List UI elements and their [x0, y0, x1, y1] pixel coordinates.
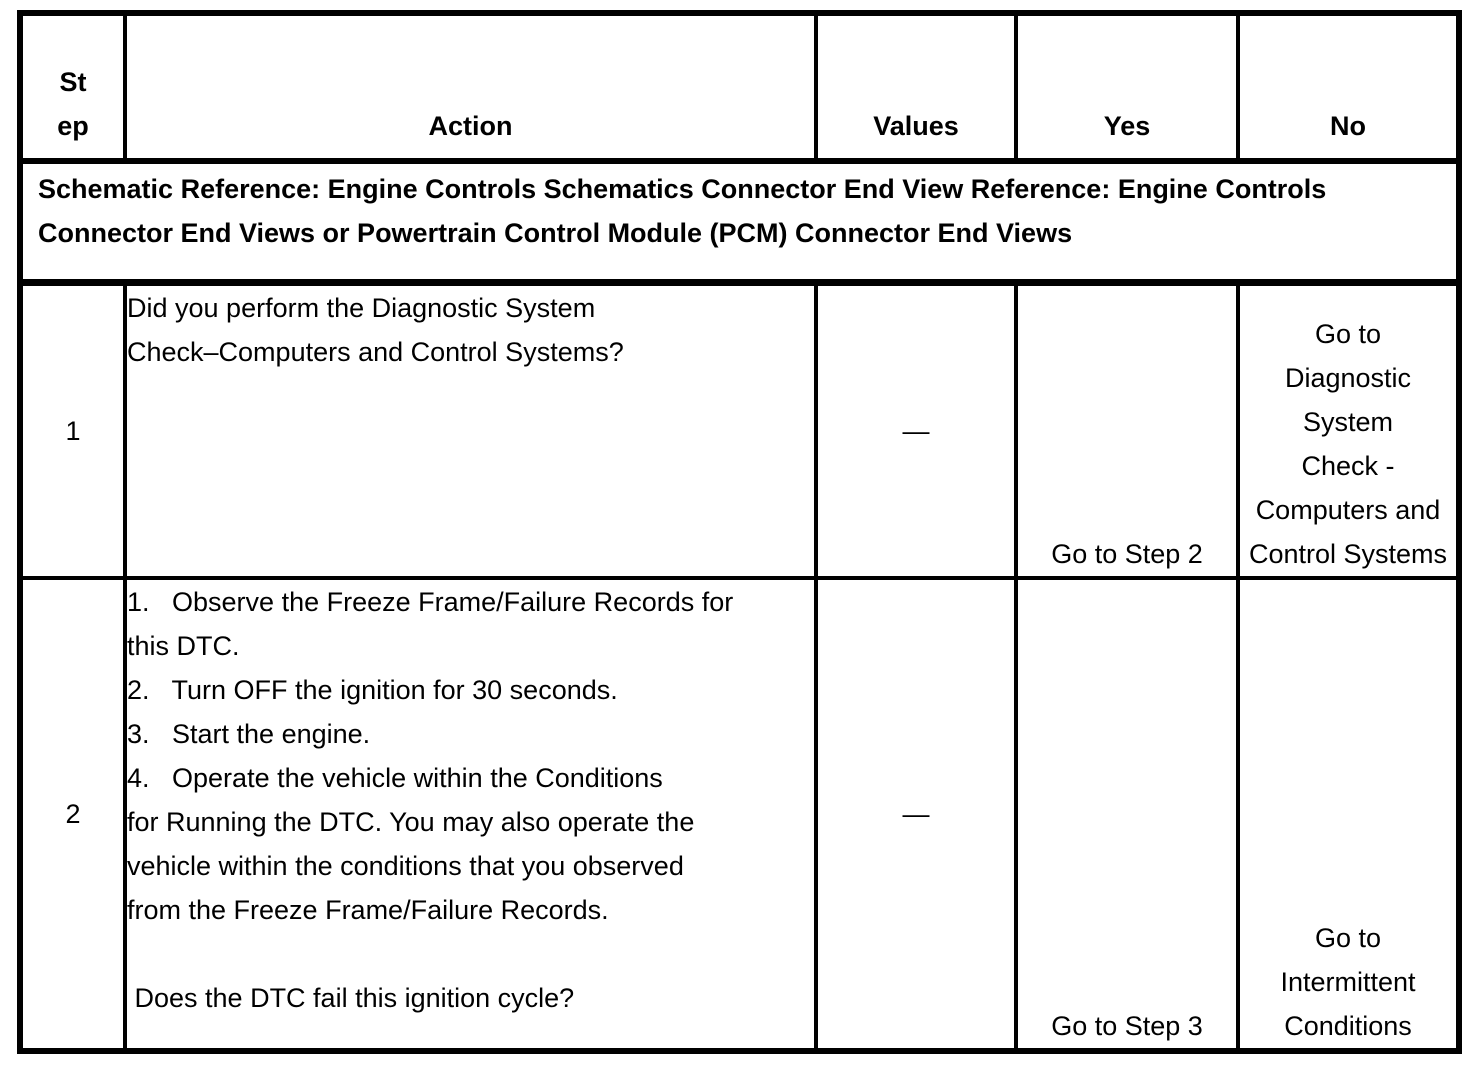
values-cell: — — [814, 576, 1018, 1053]
table-row-step-2: 2 1. Observe the Freeze Frame/Failure Re… — [18, 576, 1461, 1053]
column-header-action: Action — [123, 11, 818, 164]
values-cell: — — [814, 280, 1018, 580]
action-cell: 1. Observe the Freeze Frame/Failure Reco… — [123, 576, 818, 1053]
schematic-reference-note: Schematic Reference: Engine Controls Sch… — [18, 159, 1461, 286]
column-header-values: Values — [814, 11, 1018, 164]
column-header-yes: Yes — [1014, 11, 1240, 164]
yes-result-cell: Go to Step 2 — [1014, 280, 1240, 580]
step-number-cell: 2 — [18, 576, 127, 1053]
step-number-cell: 1 — [18, 280, 127, 580]
column-header-no: No — [1236, 11, 1461, 164]
schematic-reference-row: Schematic Reference: Engine Controls Sch… — [18, 159, 1461, 286]
yes-result-cell: Go to Step 3 — [1014, 576, 1240, 1053]
